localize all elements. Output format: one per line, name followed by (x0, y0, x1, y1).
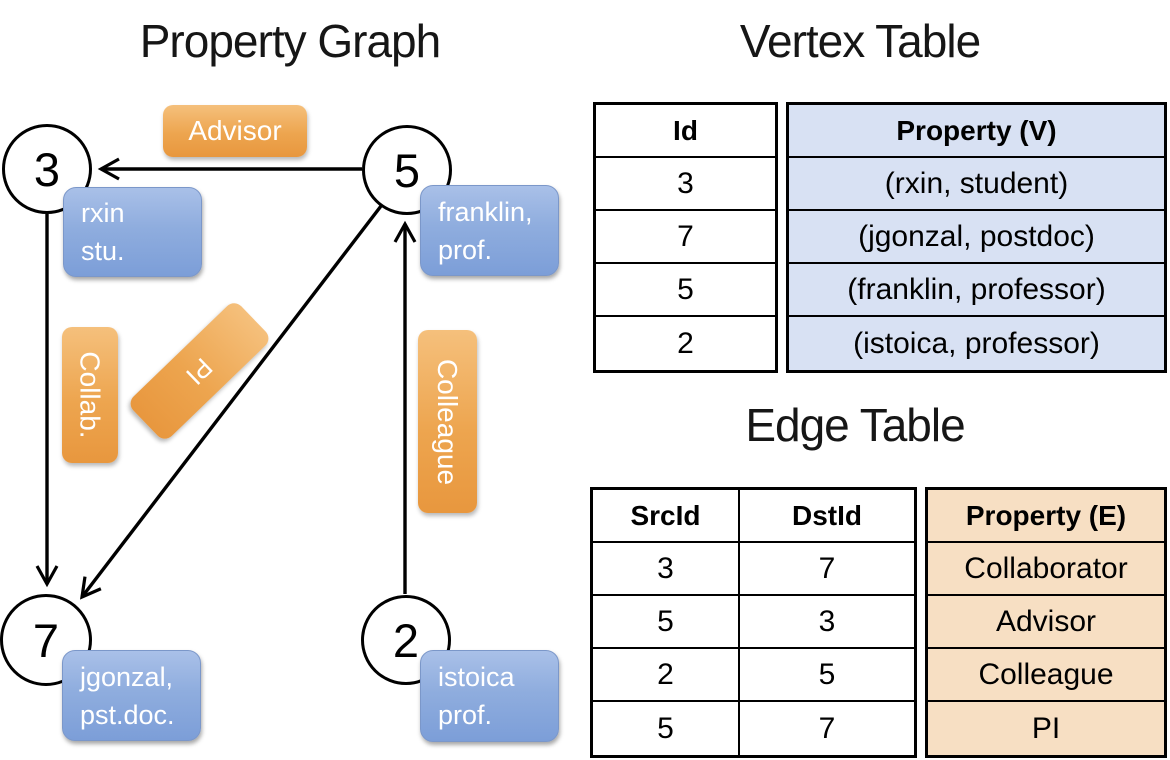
graph-node-5: 5 (362, 125, 452, 215)
node-5-prop-line2: prof. (438, 234, 493, 265)
edge-dstid-cell: 7 (818, 711, 836, 745)
vertex-table-title: Vertex Table (739, 15, 981, 67)
edge-srcid-cell: 2 (593, 649, 740, 702)
vertex-property-header: Property (V) (789, 105, 1164, 158)
vertex-property-cell: (jgonzal, postdoc) (789, 211, 1164, 264)
node-3-prop-line2: stu. (81, 236, 125, 266)
node-5-prop-line1: franklin, (438, 196, 533, 227)
edge-property-cell: Collaborator (928, 543, 1164, 596)
property-graph-panel: Property Graph 3 5 7 2 Advisor Collab. P… (0, 0, 580, 760)
vertex-id-cell: 3 (596, 158, 775, 211)
vertex-table-property-column: Property (V) (rxin, student) (jgonzal, p… (786, 102, 1167, 373)
graph-node-2: 2 (361, 595, 451, 685)
edge-property-cell: Advisor (928, 596, 1164, 649)
edge-srcid-cell: 3 (593, 543, 740, 596)
edge-property-cell: PI (928, 702, 1164, 755)
edge-label-collab: Collab. (62, 327, 118, 463)
edge-pi-5-to-7 (79, 204, 383, 600)
edge-dstid-header: DstId (740, 490, 914, 543)
edge-property-cell: Colleague (928, 649, 1164, 702)
edge-label-colleague: Colleague (418, 330, 477, 513)
node-7-prop-line2: pst.doc. (80, 699, 175, 730)
node-7-prop-line1: jgonzal, (80, 661, 174, 692)
node-2-prop-line1: istoica (438, 662, 515, 692)
vertex-property-cell: (franklin, professor) (789, 264, 1164, 317)
node-3-prop-line1: rxin (81, 198, 125, 228)
edge-table-property-column: Property (E) Collaborator Advisor Collea… (925, 487, 1167, 758)
edge-property-header: Property (E) (928, 490, 1164, 543)
collab-label-text: Collab. (75, 351, 107, 439)
graph-edges-layer (35, 157, 417, 600)
vertex-id-cell: 7 (596, 211, 775, 264)
vertex-id-header: Id (596, 105, 775, 158)
edge-table-title: Edge Table (745, 399, 965, 451)
node-3-id: 3 (33, 142, 61, 196)
edge-srcid-cell: 5 (593, 702, 740, 755)
node-2-prop-line2: prof. (438, 700, 493, 730)
vertex-id-cell: 5 (596, 264, 775, 317)
edge-table-id-columns: SrcId DstId 3 7 5 3 2 5 5 7 (590, 487, 917, 758)
vertex-table-id-column: Id 3 7 5 2 (593, 102, 778, 373)
property-graph-title: Property Graph (139, 15, 441, 67)
node-7-id: 7 (32, 613, 60, 667)
edge-srcid-cell: 5 (593, 596, 740, 649)
vertex-id-cell: 2 (677, 326, 694, 360)
advisor-label-text: Advisor (188, 115, 282, 146)
edge-label-advisor: Advisor (163, 105, 307, 157)
edge-dstid-cell: 3 (740, 596, 914, 649)
edge-dstid-cell: 5 (740, 649, 914, 702)
node-2-property-box: istoica prof. (420, 650, 559, 742)
vertex-property-cell: (rxin, student) (789, 158, 1164, 211)
node-7-property-box: jgonzal, pst.doc. (62, 650, 201, 741)
node-5-property-box: franklin, prof. (420, 185, 559, 276)
pi-label-text: PI (180, 352, 220, 391)
edge-srcid-header: SrcId (593, 490, 740, 543)
edge-dstid-cell: 7 (740, 543, 914, 596)
node-3-property-box: rxin stu. (63, 187, 202, 277)
node-2-id: 2 (392, 613, 420, 667)
node-5-id: 5 (393, 143, 421, 197)
vertex-property-cell: (istoica, professor) (789, 317, 1164, 370)
colleague-label-text: Colleague (432, 358, 464, 485)
